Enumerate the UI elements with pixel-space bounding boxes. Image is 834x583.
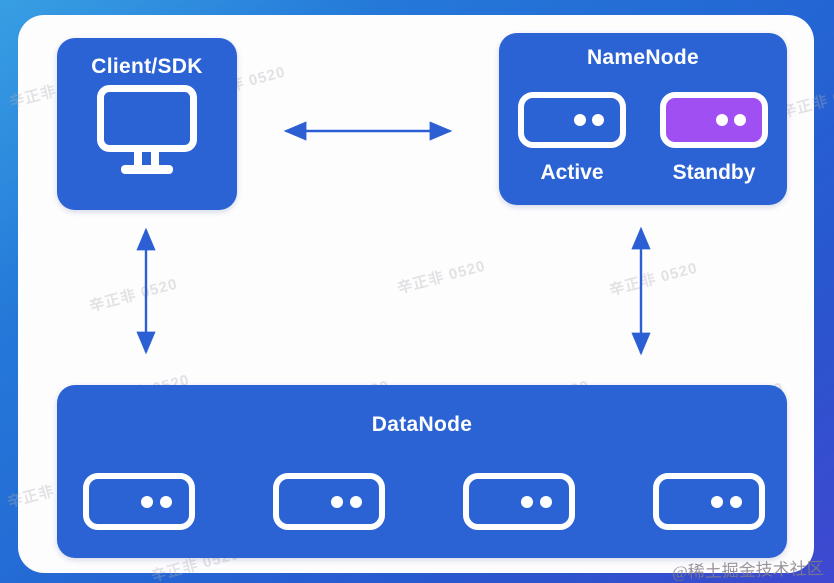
active-server-icon [518, 92, 626, 148]
datanode-server-icon [273, 473, 385, 530]
server-dot [734, 114, 747, 126]
datanode-title: DataNode [371, 413, 473, 436]
standby-server-icon [660, 92, 768, 148]
active-label: Active [540, 161, 604, 184]
standby-label: Standby [672, 161, 756, 184]
server-dot [711, 495, 723, 508]
datanode-servers [83, 473, 765, 530]
datanode-server-icon [463, 473, 575, 530]
client-sdk-label: Client/SDK [91, 55, 203, 78]
monitor-icon [57, 84, 237, 182]
server-dot [715, 114, 728, 126]
server-dot [141, 495, 153, 508]
datanode-server-icon [83, 473, 195, 530]
server-dot [540, 495, 552, 508]
namenode-servers: Active Standby [499, 92, 787, 185]
server-dot [160, 495, 172, 508]
active-namenode: Active [518, 92, 626, 185]
datanode-box: DataNode [57, 385, 787, 558]
server-dot [592, 114, 605, 126]
datanode-server-icon [653, 473, 765, 530]
standby-namenode: Standby [660, 92, 768, 185]
server-dot [730, 495, 742, 508]
server-dot [331, 495, 343, 508]
server-dot [573, 114, 586, 126]
server-dot [350, 495, 362, 508]
namenode-title: NameNode [586, 46, 700, 69]
server-dot [521, 495, 533, 508]
namenode-box: NameNode Active Standby [499, 33, 787, 205]
client-sdk-box: Client/SDK [57, 38, 237, 210]
